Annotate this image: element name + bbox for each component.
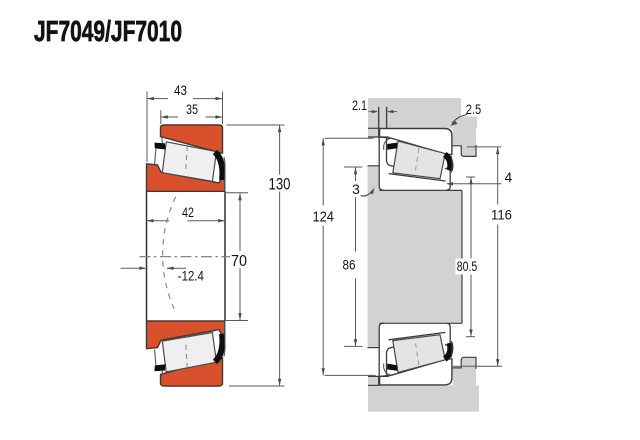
svg-text:86: 86	[343, 258, 356, 273]
svg-text:42: 42	[182, 205, 194, 220]
svg-text:-12.4: -12.4	[178, 268, 204, 283]
svg-text:80.5: 80.5	[457, 259, 478, 274]
svg-text:3: 3	[352, 182, 360, 197]
svg-text:4: 4	[504, 170, 512, 185]
svg-text:2.1: 2.1	[352, 98, 367, 113]
svg-text:116: 116	[491, 207, 512, 222]
svg-text:35: 35	[186, 102, 198, 117]
svg-text:43: 43	[174, 83, 187, 98]
svg-text:130: 130	[269, 175, 291, 194]
svg-text:JF7049/JF7010: JF7049/JF7010	[34, 16, 182, 48]
svg-text:2.5: 2.5	[466, 102, 482, 117]
svg-text:124: 124	[312, 208, 334, 225]
svg-text:70: 70	[231, 253, 247, 270]
